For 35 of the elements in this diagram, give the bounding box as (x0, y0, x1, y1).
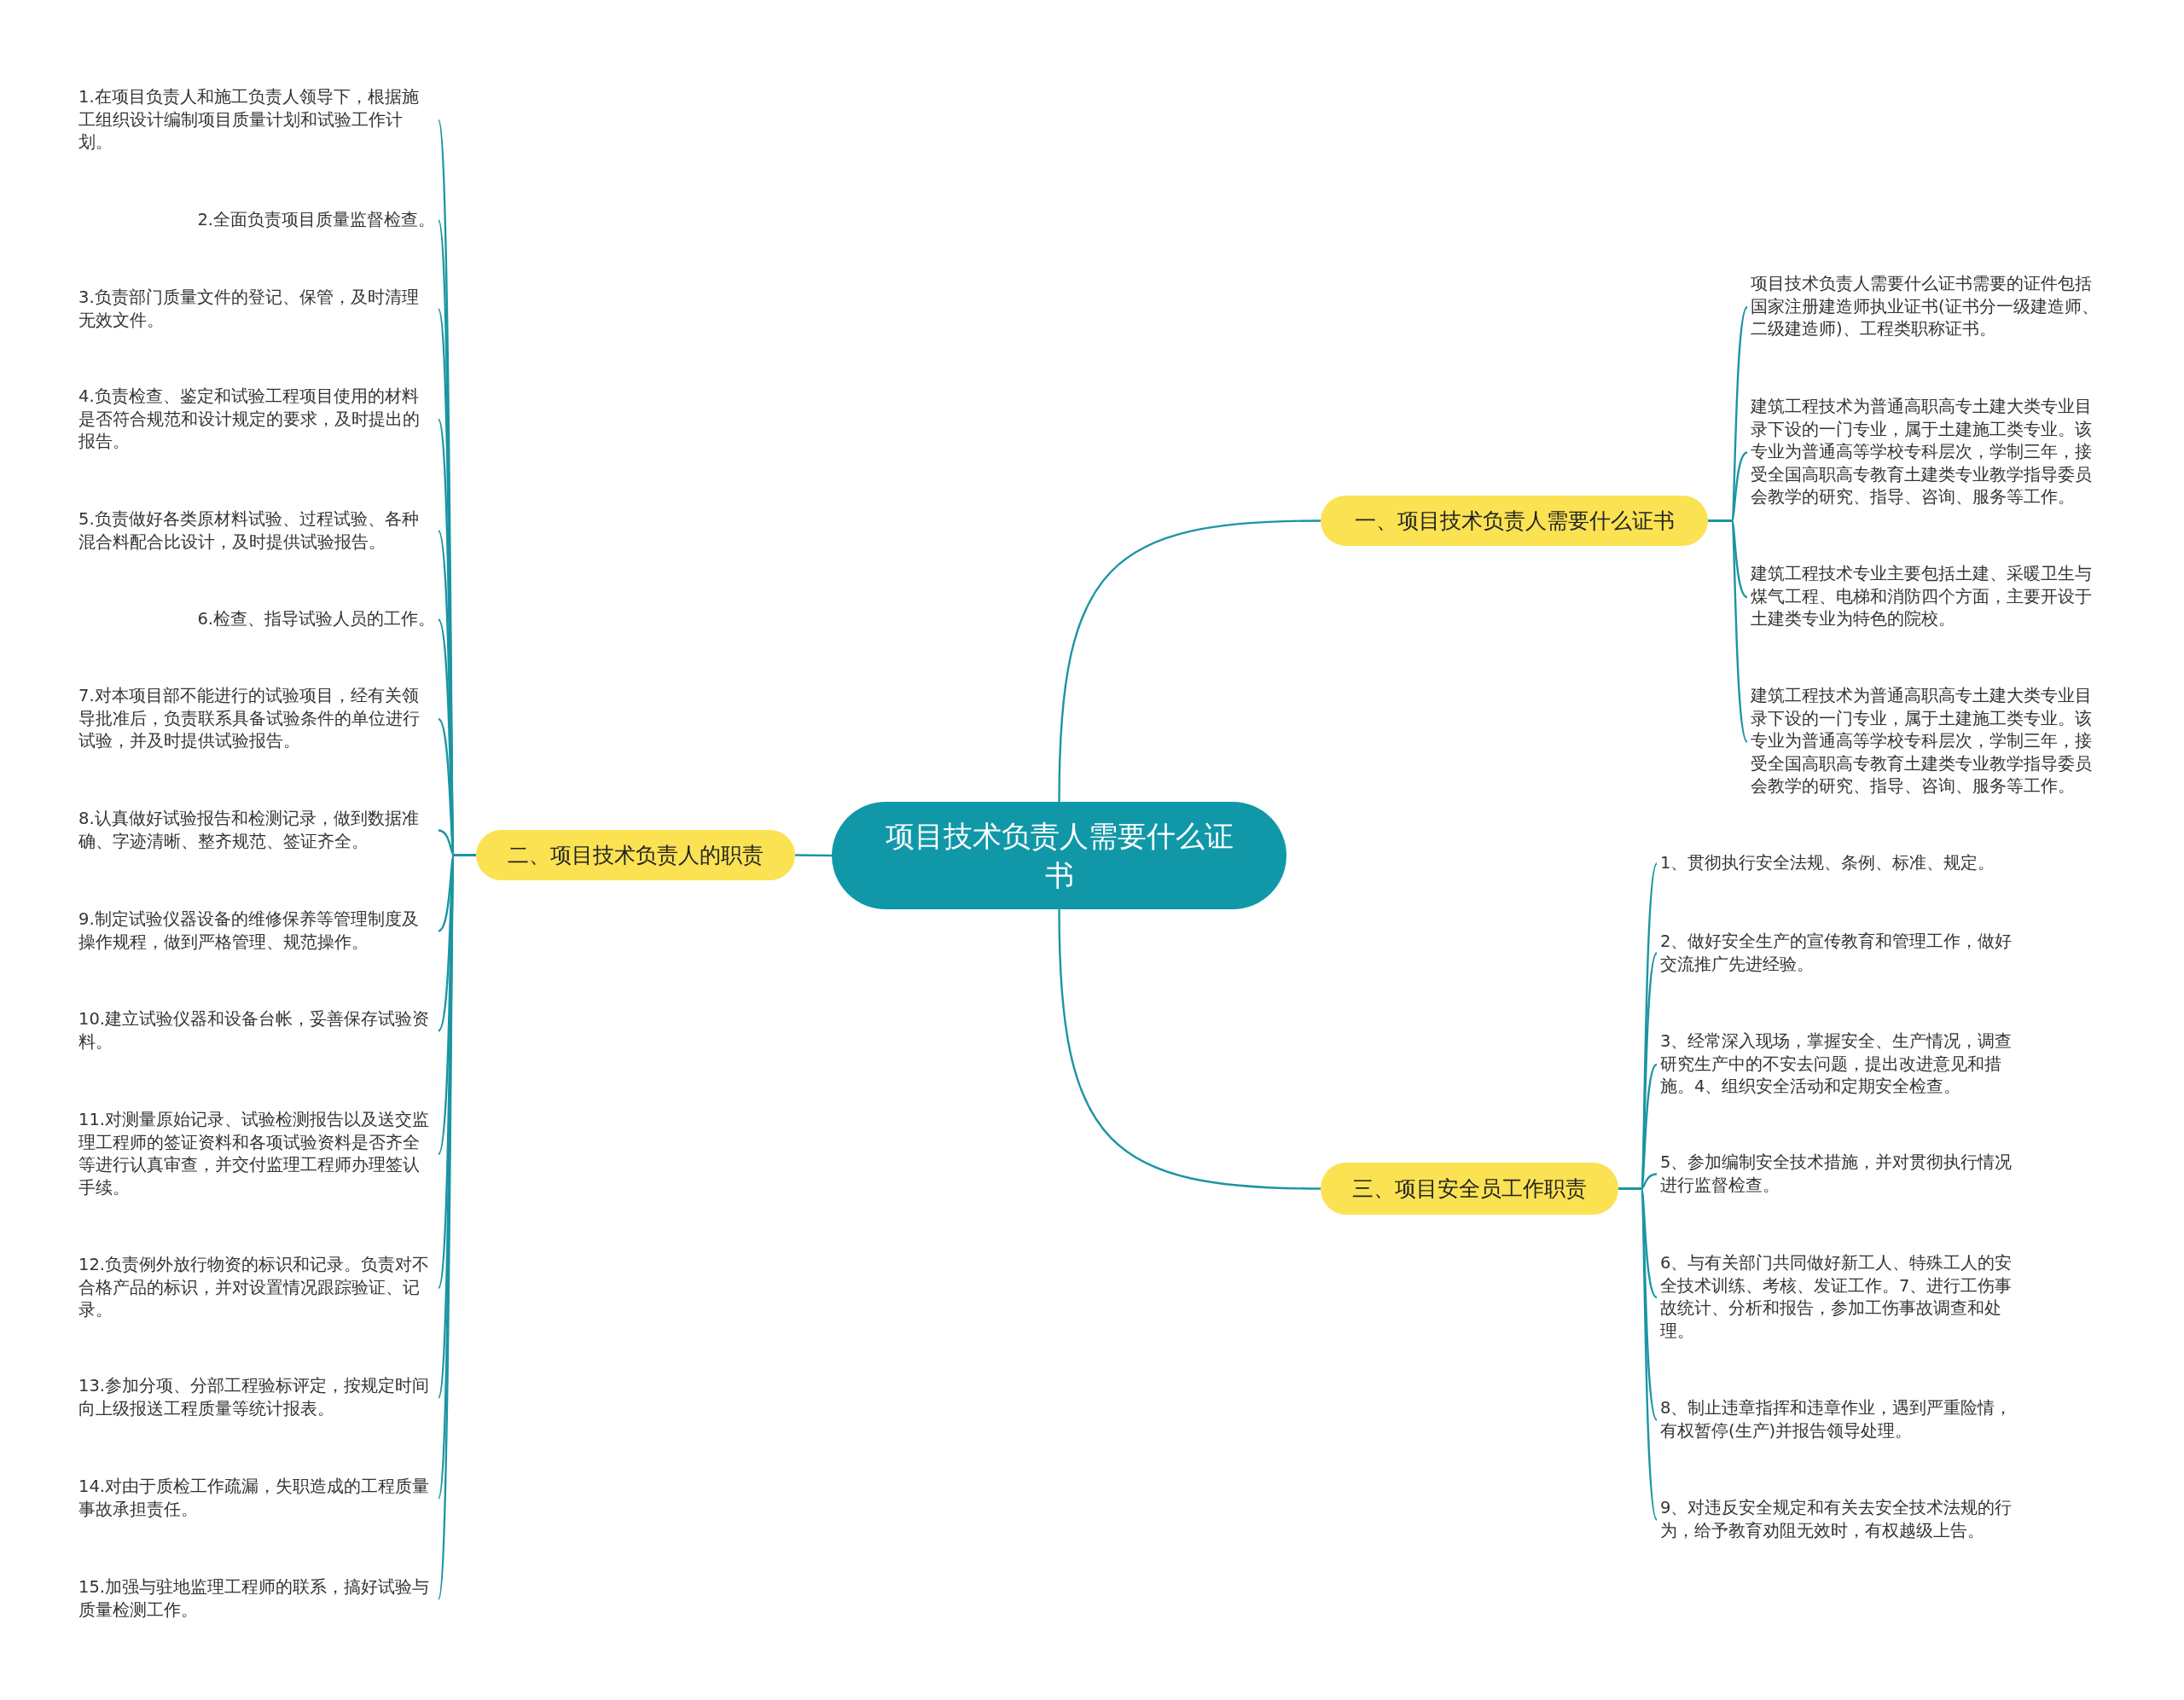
leaf-text: 建筑工程技术为普通高职高专土建大类专业目录下设的一门专业，属于土建施工类专业。该专业为普通高等学校专科层次，学制三年，接受全国高职高专教育土建类专业教学指导委员会教学的研究、指导、咨询、服务等工作。 (1751, 396, 2105, 509)
connector-line (1708, 519, 1748, 743)
leaf-text: 6.检查、指导试验人员的工作。 (197, 608, 435, 631)
leaf-text: 建筑工程技术专业主要包括土建、采暖卫生与煤气工程、电梯和消防四个方面，主要开设于土建类专业为特色的院校。 (1751, 563, 2105, 631)
connector-line (1058, 519, 1321, 803)
leaf-text: 10.建立试验仪器和设备台帐，妥善保存试验资料。 (78, 1008, 435, 1053)
leaf-text: 11.对测量原始记录、试验检测报告以及送交监理工程师的签证资料和各项试验资料是否齐全等进行认真审查，并交付监理工程师办理签认手续。 (78, 1109, 435, 1199)
central-topic: 项目技术负责人需要什么证书 (832, 802, 1287, 909)
leaf-text: 14.对由于质检工作疏漏，失职造成的工程质量事故承担责任。 (78, 1476, 435, 1521)
leaf-text: 4.负责检查、鉴定和试验工程项目使用的材料是否符合规范和设计规定的要求，及时提出的报告。 (78, 386, 435, 454)
branch-topic: 二、项目技术负责人的职责 (476, 830, 795, 880)
leaf-text: 6、与有关部门共同做好新工人、特殊工人的安全技术训练、考核、发证工作。7、进行工伤事故统计、分析和报告，参加工伤事故调查和处理。 (1660, 1252, 2018, 1343)
connector-line (1618, 1187, 1658, 1520)
branch-topic: 三、项目安全员工作职责 (1321, 1163, 1618, 1215)
leaf-text: 建筑工程技术为普通高职高专土建大类专业目录下设的一门专业，属于土建施工类专业。该专业为普通高等学校专科层次，学制三年，接受全国高职高专教育土建类专业教学指导委员会教学的研究、指导、咨询、服务等工作。 (1751, 685, 2105, 798)
leaf-text: 9.制定试验仪器设备的维修保养等管理制度及操作规程，做到严格管理、规范操作。 (78, 908, 435, 954)
connector-line (795, 854, 832, 857)
leaf-text: 12.负责例外放行物资的标识和记录。负责对不合格产品的标识，并对设置情况跟踪验证、记录。 (78, 1254, 435, 1322)
leaf-text: 9、对违反安全规定和有关去安全技术法规的行为，给予教育劝阻无效时，有权越级上告。 (1660, 1497, 2018, 1542)
leaf-text: 7.对本项目部不能进行的试验项目，经有关领导批准后，负责联系具备试验条件的单位进行试验，并及时提供试验报告。 (78, 685, 435, 753)
leaf-text: 3、经常深入现场，掌握安全、生产情况，调查研究生产中的不安去问题，提出改进意见和措施。4、组织安全活动和定期安全检查。 (1660, 1030, 2018, 1099)
branch-topic: 一、项目技术负责人需要什么证书 (1321, 496, 1708, 546)
leaf-text: 3.负责部门质量文件的登记、保管，及时清理无效文件。 (78, 287, 435, 332)
leaf-text: 15.加强与驻地监理工程师的联系，搞好试验与质量检测工作。 (78, 1576, 435, 1622)
leaf-text: 8、制止违章指挥和违章作业，遇到严重险情，有权暂停(生产)并报告领导处理。 (1660, 1397, 2018, 1442)
leaf-text: 5、参加编制安全技术措施，并对贯彻执行情况进行监督检查。 (1660, 1152, 2018, 1197)
leaf-text: 5.负责做好各类原材料试验、过程试验、各种混合料配合比设计，及时提供试验报告。 (78, 508, 435, 554)
leaf-text: 8.认真做好试验报告和检测记录，做到数据准确、字迹清晰、整齐规范、签证齐全。 (78, 808, 435, 853)
leaf-text: 项目技术负责人需要什么证书需要的证件包括国家注册建造师执业证书(证书分一级建造师、二级建造师)、工程类职称证书。 (1751, 273, 2105, 341)
leaf-text: 1.在项目负责人和施工负责人领导下，根据施工组织设计编制项目质量计划和试验工作计划。 (78, 86, 435, 154)
leaf-text: 2.全面负责项目质量监督检查。 (197, 209, 435, 232)
leaf-text: 2、做好安全生产的宣传教育和管理工作，做好交流推广先进经验。 (1660, 931, 2018, 976)
leaf-text: 13.参加分项、分部工程验标评定，按规定时间向上级报送工程质量等统计报表。 (78, 1375, 435, 1420)
leaf-text: 1、贯彻执行安全法规、条例、标准、规定。 (1660, 852, 1995, 875)
connector-line (1058, 908, 1321, 1190)
